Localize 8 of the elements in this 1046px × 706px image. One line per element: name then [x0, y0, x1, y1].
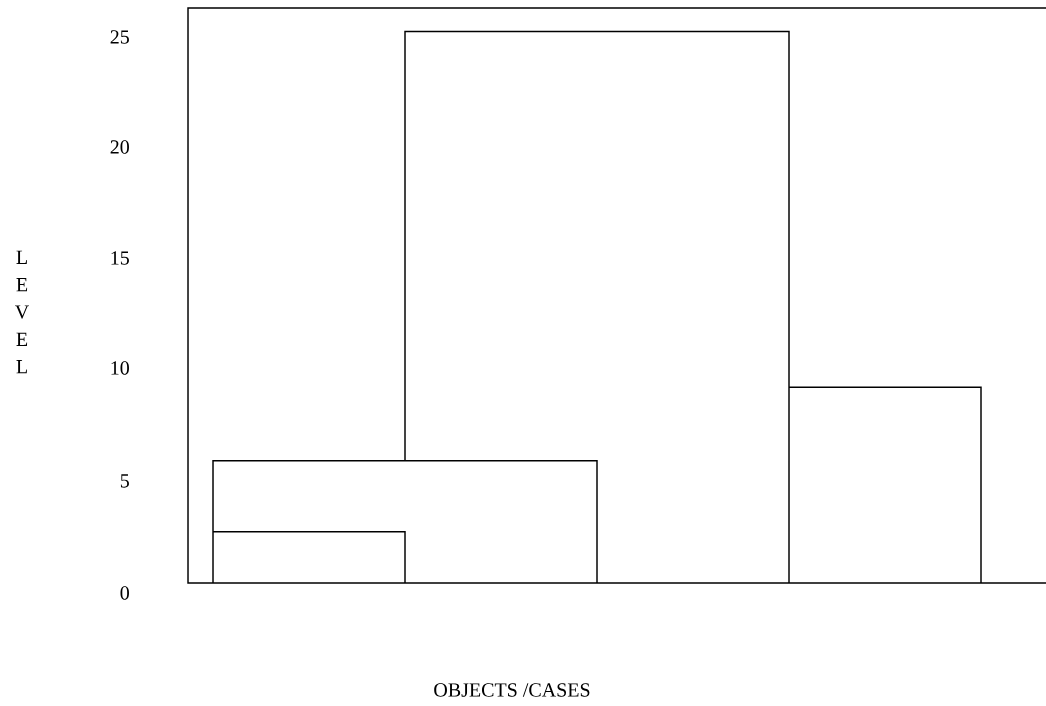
- axis-title: L E V E L: [15, 250, 29, 374]
- tick-label: 10: [111, 361, 129, 375]
- tick-label: 20: [110, 140, 129, 154]
- tick-label: 0: [120, 586, 129, 600]
- tick-label: 15: [111, 251, 129, 265]
- tick-label: 25: [110, 30, 129, 44]
- tick-label: 5: [120, 474, 129, 488]
- axis-title: OBJECTS /CASES: [434, 683, 590, 697]
